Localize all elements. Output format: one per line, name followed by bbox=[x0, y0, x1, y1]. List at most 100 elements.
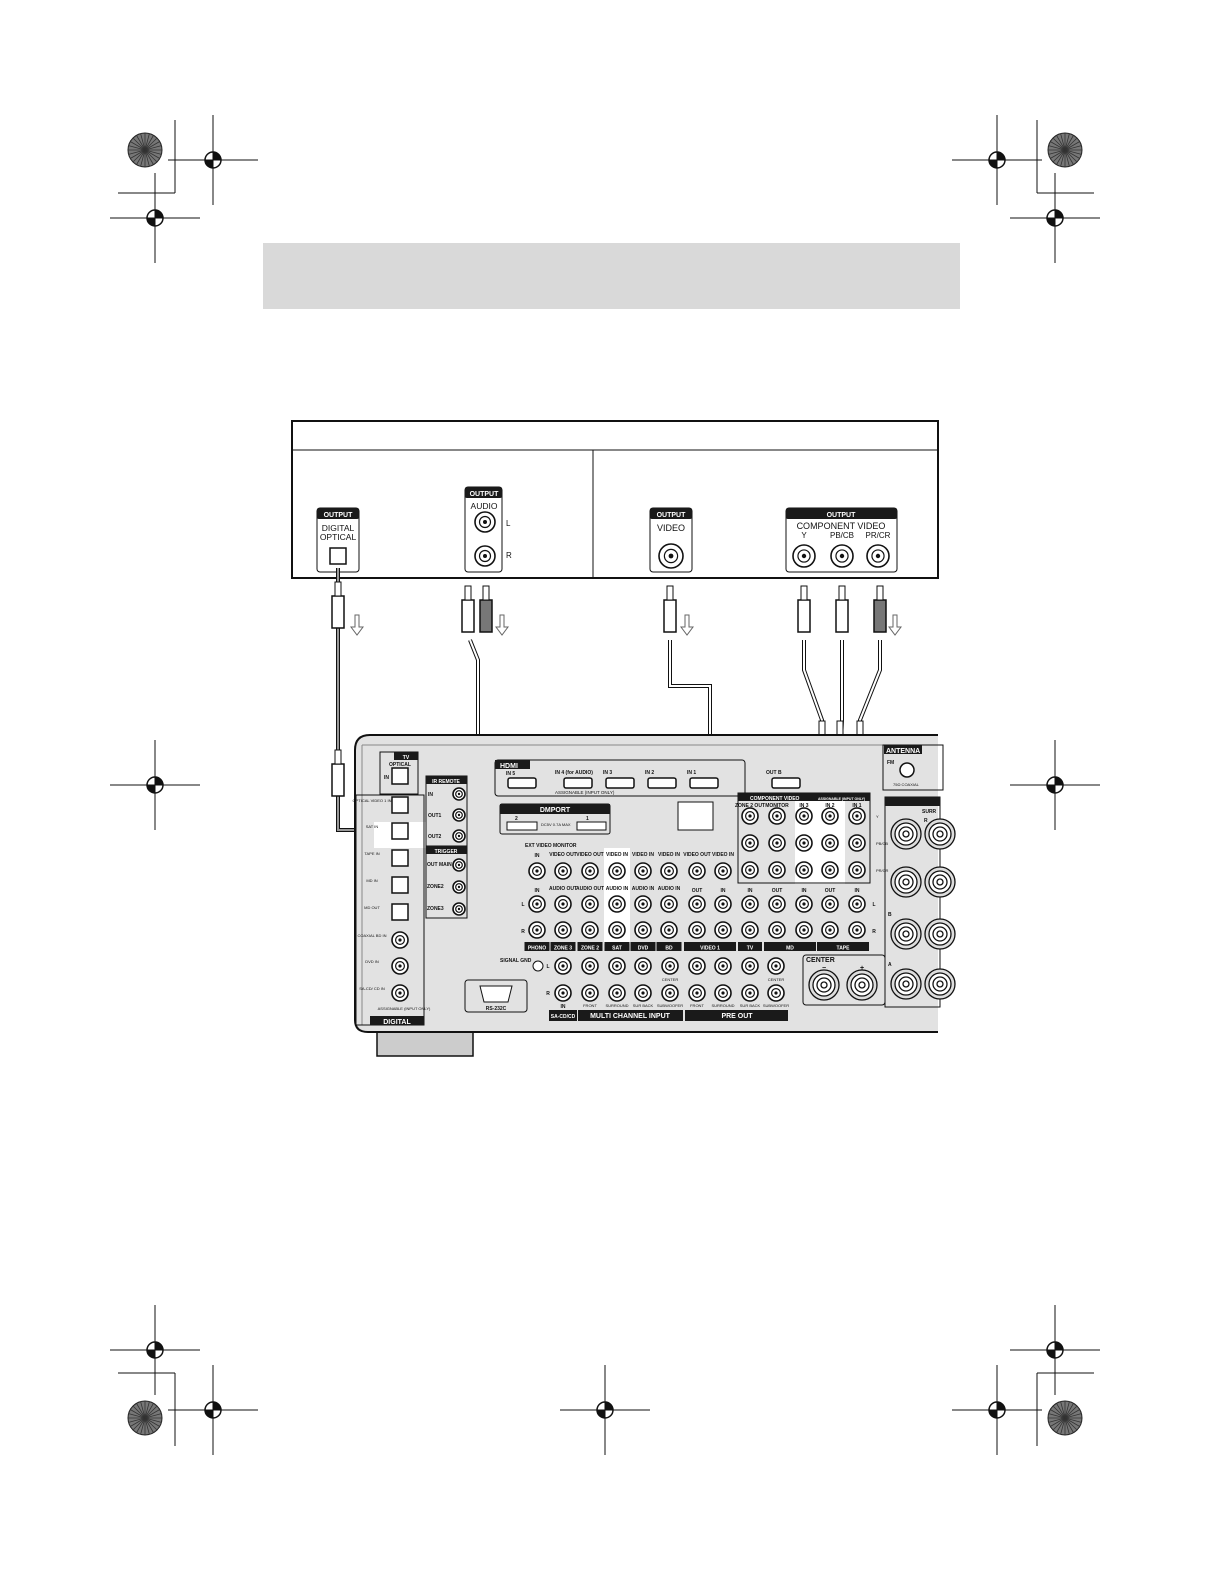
rca-jack[interactable] bbox=[554, 957, 572, 975]
rca-jack[interactable] bbox=[848, 834, 866, 852]
ir-jack[interactable] bbox=[452, 808, 466, 822]
rca-jack[interactable] bbox=[554, 921, 572, 939]
component-pr-jack[interactable] bbox=[866, 544, 890, 568]
rca-jack[interactable] bbox=[660, 862, 678, 880]
trigger-jack[interactable] bbox=[452, 880, 466, 894]
rca-jack[interactable] bbox=[581, 862, 599, 880]
rca-jack[interactable] bbox=[795, 834, 813, 852]
dmport-1[interactable] bbox=[576, 821, 607, 831]
rca-jack[interactable] bbox=[608, 984, 626, 1002]
hdmi-port[interactable] bbox=[689, 777, 719, 789]
trigger-jack[interactable] bbox=[452, 902, 466, 916]
rca-jack[interactable] bbox=[821, 861, 839, 879]
rca-jack[interactable] bbox=[821, 921, 839, 939]
speaker-terminal[interactable] bbox=[890, 918, 922, 950]
tv-optical-jack[interactable] bbox=[391, 767, 409, 785]
rca-jack[interactable] bbox=[767, 984, 785, 1002]
signal-gnd-terminal[interactable] bbox=[532, 960, 544, 972]
rca-jack[interactable] bbox=[660, 921, 678, 939]
rca-jack[interactable] bbox=[768, 834, 786, 852]
ir-jack[interactable] bbox=[452, 787, 466, 801]
optical-input-jack[interactable] bbox=[391, 822, 409, 840]
rca-jack[interactable] bbox=[608, 957, 626, 975]
hdmi-port[interactable] bbox=[507, 777, 537, 789]
coaxial-input-jack[interactable] bbox=[391, 931, 409, 949]
rca-jack[interactable] bbox=[848, 895, 866, 913]
rca-jack[interactable] bbox=[821, 834, 839, 852]
hdmi-port[interactable] bbox=[771, 777, 801, 789]
rca-jack[interactable] bbox=[821, 895, 839, 913]
optical-jack[interactable] bbox=[329, 547, 347, 565]
rca-jack[interactable] bbox=[688, 957, 706, 975]
rca-jack[interactable] bbox=[554, 984, 572, 1002]
rca-jack[interactable] bbox=[714, 957, 732, 975]
rca-jack[interactable] bbox=[581, 984, 599, 1002]
rca-jack[interactable] bbox=[661, 957, 679, 975]
rca-jack[interactable] bbox=[741, 895, 759, 913]
rca-jack[interactable] bbox=[741, 861, 759, 879]
speaker-terminal[interactable] bbox=[846, 969, 878, 1001]
rca-jack[interactable] bbox=[608, 895, 626, 913]
rca-jack[interactable] bbox=[608, 862, 626, 880]
rca-jack[interactable] bbox=[661, 984, 679, 1002]
rca-jack[interactable] bbox=[528, 895, 546, 913]
rca-jack[interactable] bbox=[768, 807, 786, 825]
rca-jack[interactable] bbox=[741, 807, 759, 825]
rca-jack[interactable] bbox=[554, 862, 572, 880]
rca-jack[interactable] bbox=[741, 834, 759, 852]
speaker-terminal[interactable] bbox=[890, 866, 922, 898]
component-pb-jack[interactable] bbox=[830, 544, 854, 568]
coaxial-input-jack[interactable] bbox=[391, 984, 409, 1002]
ir-jack[interactable] bbox=[452, 829, 466, 843]
audio-r-jack[interactable] bbox=[474, 545, 496, 567]
rca-jack[interactable] bbox=[688, 921, 706, 939]
rca-jack[interactable] bbox=[688, 862, 706, 880]
rca-jack[interactable] bbox=[581, 895, 599, 913]
rca-jack[interactable] bbox=[660, 895, 678, 913]
rca-jack[interactable] bbox=[821, 807, 839, 825]
rca-jack[interactable] bbox=[741, 984, 759, 1002]
dmport-2[interactable] bbox=[506, 821, 538, 831]
rca-jack[interactable] bbox=[554, 895, 572, 913]
rca-jack[interactable] bbox=[581, 957, 599, 975]
rca-jack[interactable] bbox=[528, 862, 546, 880]
speaker-terminal[interactable] bbox=[890, 818, 922, 850]
hdmi-port[interactable] bbox=[647, 777, 677, 789]
rca-jack[interactable] bbox=[795, 921, 813, 939]
rca-jack[interactable] bbox=[634, 984, 652, 1002]
rca-jack[interactable] bbox=[608, 921, 626, 939]
optical-input-jack[interactable] bbox=[391, 903, 409, 921]
speaker-terminal[interactable] bbox=[924, 818, 956, 850]
audio-l-jack[interactable] bbox=[474, 511, 496, 533]
optical-input-jack[interactable] bbox=[391, 876, 409, 894]
rca-jack[interactable] bbox=[714, 921, 732, 939]
rca-jack[interactable] bbox=[528, 921, 546, 939]
speaker-terminal[interactable] bbox=[808, 969, 840, 1001]
speaker-terminal[interactable] bbox=[924, 918, 956, 950]
hdmi-port[interactable] bbox=[563, 777, 593, 789]
optical-input-jack[interactable] bbox=[391, 796, 409, 814]
rca-jack[interactable] bbox=[795, 807, 813, 825]
rca-jack[interactable] bbox=[848, 807, 866, 825]
speaker-terminal[interactable] bbox=[924, 968, 956, 1000]
rca-jack[interactable] bbox=[634, 921, 652, 939]
rca-jack[interactable] bbox=[768, 895, 786, 913]
lan-port[interactable] bbox=[677, 801, 714, 831]
rca-jack[interactable] bbox=[581, 921, 599, 939]
component-y-jack[interactable] bbox=[792, 544, 816, 568]
speaker-terminal[interactable] bbox=[890, 968, 922, 1000]
rca-jack[interactable] bbox=[634, 957, 652, 975]
fm-antenna-jack[interactable] bbox=[899, 762, 915, 778]
rca-jack[interactable] bbox=[688, 984, 706, 1002]
rca-jack[interactable] bbox=[741, 921, 759, 939]
rca-jack[interactable] bbox=[688, 895, 706, 913]
rca-jack[interactable] bbox=[848, 921, 866, 939]
rs232c-port[interactable] bbox=[479, 985, 513, 1003]
rca-jack[interactable] bbox=[767, 957, 785, 975]
hdmi-port[interactable] bbox=[605, 777, 635, 789]
optical-input-jack[interactable] bbox=[391, 849, 409, 867]
rca-jack[interactable] bbox=[848, 861, 866, 879]
rca-jack[interactable] bbox=[714, 862, 732, 880]
rca-jack[interactable] bbox=[634, 862, 652, 880]
rca-jack[interactable] bbox=[795, 861, 813, 879]
